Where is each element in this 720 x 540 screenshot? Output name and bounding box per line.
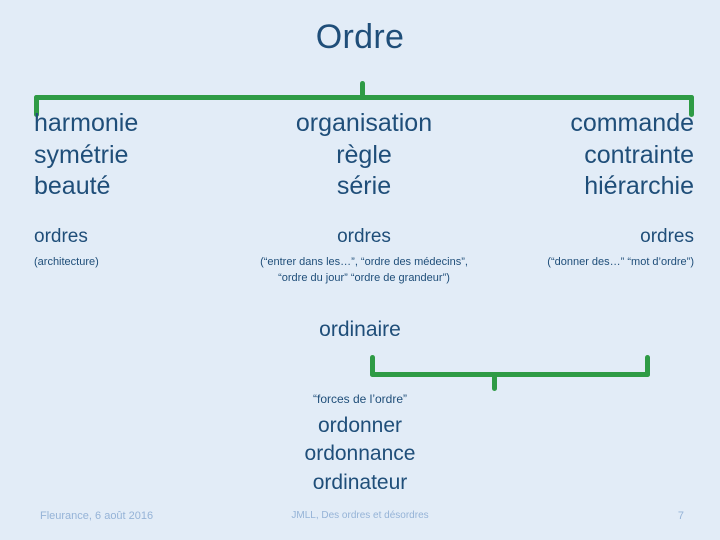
footer-event: Fleurance, 6 août 2016	[40, 510, 154, 522]
column-right-word-1: commande	[570, 109, 694, 137]
derived-words: ordonner ordonnance ordinateur	[0, 412, 720, 497]
top-bracket	[34, 81, 694, 117]
column-left: harmonie symétrie beauté ordres (archite…	[34, 108, 254, 287]
bottom-bracket	[370, 355, 650, 391]
column-center-note: (“entrer dans les…”, “ordre des médecins…	[260, 256, 468, 285]
column-left-word-1: harmonie	[34, 109, 139, 137]
bottom-bracket-right-arm	[645, 355, 650, 377]
bottom-bracket-bar	[370, 372, 650, 377]
top-bracket-left-arm	[34, 95, 39, 117]
derived-word-1: ordonner	[317, 414, 403, 437]
column-right-word-3: hiérarchie	[584, 172, 694, 200]
column-left-word-2: symétrie	[34, 140, 129, 169]
column-center-word-3: série	[336, 172, 392, 200]
column-left-note: (architecture)	[34, 256, 99, 269]
derived-word-2: ordonnance	[304, 442, 416, 466]
column-center: organisation règle série ordres (“entrer…	[254, 108, 474, 287]
column-right-word-2: contrainte	[584, 140, 694, 169]
column-left-mid-word: ordres	[34, 225, 88, 247]
column-center-mid-word: ordres	[337, 225, 391, 247]
column-right-note: (“donner des…” “mot d’ordre”)	[547, 256, 694, 269]
forces-de-lordre-note: “forces de l’ordre”	[312, 392, 408, 406]
slide-footer: Fleurance, 6 août 2016 JMLL, Des ordres …	[0, 510, 720, 528]
top-bracket-right-arm	[689, 95, 694, 117]
column-center-word-1: organisation	[295, 109, 433, 137]
footer-page-number: 7	[677, 510, 684, 522]
footer-title: JMLL, Des ordres et désordres	[291, 510, 429, 521]
page-title: Ordre	[315, 18, 405, 56]
ordinaire-word: ordinaire	[319, 318, 401, 341]
top-bracket-stem	[360, 81, 365, 97]
derived-word-3: ordinateur	[312, 470, 408, 494]
bottom-bracket-left-arm	[370, 355, 375, 377]
column-center-word-2: règle	[336, 140, 392, 169]
column-left-word-3: beauté	[34, 172, 111, 200]
column-right-mid-word: ordres	[640, 225, 694, 247]
top-bracket-bar	[34, 95, 694, 100]
column-right: commande contrainte hiérarchie ordres (“…	[474, 108, 694, 287]
columns: harmonie symétrie beauté ordres (archite…	[34, 108, 694, 287]
bottom-bracket-stem	[492, 375, 497, 391]
